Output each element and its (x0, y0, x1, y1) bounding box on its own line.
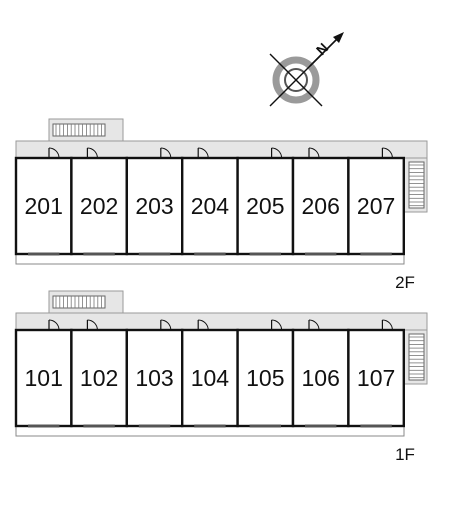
door-icon (48, 319, 60, 331)
unit-number: 104 (191, 365, 230, 391)
unit-box (291, 156, 350, 256)
unit-204: 204 (180, 147, 239, 256)
door-icon (160, 319, 172, 331)
unit-number: 102 (80, 365, 118, 391)
unit-105: 105 (236, 319, 295, 428)
unit-102: 102 (70, 319, 129, 428)
unit-number: 201 (25, 193, 63, 219)
unit-box (14, 328, 73, 428)
door-icon (381, 147, 393, 159)
unit-number: 107 (357, 365, 395, 391)
unit-number: 206 (302, 193, 340, 219)
door-icon (197, 319, 209, 331)
floor-label: 2F (395, 273, 415, 292)
north-label: N (313, 40, 331, 58)
compass-icon: N (269, 32, 344, 107)
unit-206: 206 (291, 147, 350, 256)
unit-number: 204 (191, 193, 230, 219)
unit-103: 103 (125, 319, 184, 428)
door-icon (48, 147, 60, 159)
unit-202: 202 (70, 147, 129, 256)
unit-number: 106 (302, 365, 340, 391)
unit-205: 205 (236, 147, 295, 256)
door-icon (308, 319, 320, 331)
floor-1F: 101 102 103 104 105 106 107 1F (14, 290, 428, 464)
door-icon (86, 319, 98, 331)
corridor (15, 312, 428, 331)
door-icon (308, 147, 320, 159)
stairs-icon (52, 123, 106, 137)
unit-201: 201 (14, 147, 73, 256)
unit-box (347, 156, 405, 256)
stairs-icon (52, 295, 106, 309)
unit-207: 207 (347, 147, 405, 256)
corridor (15, 140, 428, 159)
unit-box (180, 328, 239, 428)
unit-number: 105 (246, 365, 284, 391)
compass: N (269, 32, 344, 107)
side-stairs-icon (403, 157, 428, 213)
unit-box (291, 328, 350, 428)
unit-104: 104 (180, 319, 239, 428)
unit-number: 207 (357, 193, 395, 219)
unit-box (236, 156, 295, 256)
door-icon (86, 147, 98, 159)
door-icon (197, 147, 209, 159)
door-icon (160, 147, 172, 159)
unit-101: 101 (14, 319, 73, 428)
unit-number: 203 (135, 193, 173, 219)
side-stairs-icon (403, 329, 428, 385)
unit-106: 106 (291, 319, 350, 428)
door-icon (381, 319, 393, 331)
door-icon (271, 147, 283, 159)
door-icon (271, 319, 283, 331)
unit-107: 107 (347, 319, 405, 428)
unit-number: 103 (135, 365, 173, 391)
unit-203: 203 (125, 147, 184, 256)
unit-number: 205 (246, 193, 284, 219)
unit-box (347, 328, 405, 428)
floor-2F: 201 202 203 204 205 206 207 2F (14, 118, 428, 292)
unit-number: 101 (25, 365, 63, 391)
arrow-head-icon (333, 32, 344, 43)
unit-box (70, 328, 129, 428)
unit-box (125, 328, 184, 428)
unit-number: 202 (80, 193, 118, 219)
floor-label: 1F (395, 445, 415, 464)
